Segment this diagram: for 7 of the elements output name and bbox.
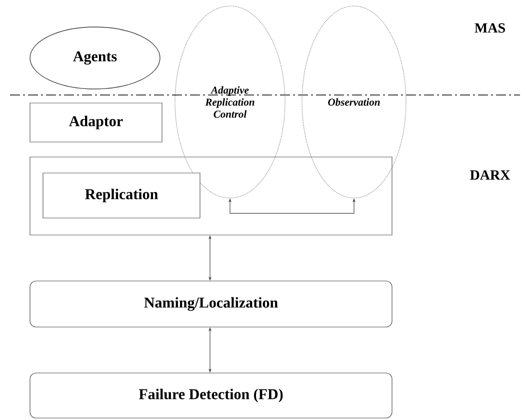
component-box: Adaptor	[30, 102, 162, 142]
layer-label: MAS	[474, 23, 505, 33]
component-box: Replication	[42, 172, 200, 218]
layer-box: Naming/Localization	[30, 280, 392, 328]
layer-box: Failure Detection (FD)	[30, 372, 392, 418]
layer-box	[30, 156, 392, 236]
layer-label: DARX	[470, 170, 510, 180]
